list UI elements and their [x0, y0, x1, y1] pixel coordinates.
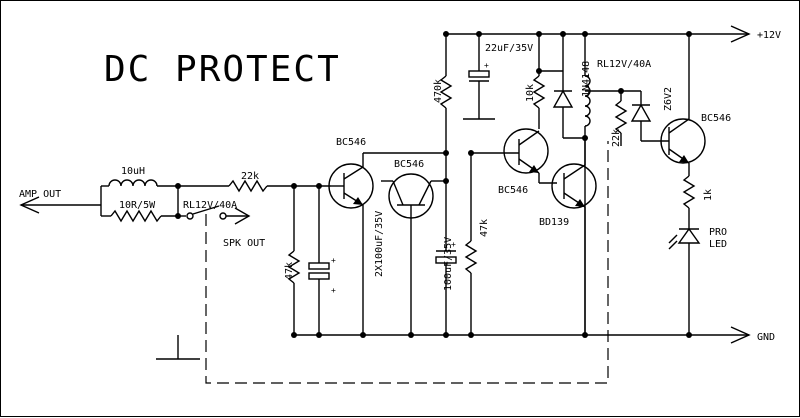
spk-out-label: SPK OUT	[223, 238, 265, 249]
schematic-title: DC PROTECT	[104, 49, 341, 90]
led-label-1: PRO	[709, 227, 727, 238]
vcc-label: +12V	[757, 30, 781, 41]
inductor-label: 10uH	[121, 166, 145, 177]
gnd-rail: GND	[294, 326, 775, 344]
vcc-rail: +12V	[446, 25, 781, 43]
relay-coil: RL12V/40A	[584, 34, 651, 335]
r-22k-right-label: 22k	[611, 129, 622, 147]
r-series-label: 10R/5W	[119, 200, 156, 211]
transistor-q1: BC546	[328, 137, 374, 335]
amp-out-connector: AMP OUT	[19, 189, 101, 214]
svg-text:+: +	[484, 61, 489, 70]
transistor-q5: BC546	[660, 34, 731, 176]
r-470k-label: 470k	[433, 79, 444, 103]
q4-label: BD139	[539, 217, 569, 228]
transistor-q3: BC546	[471, 128, 557, 196]
r-1k-label: 1k	[703, 189, 714, 201]
q3-label: BC546	[498, 185, 528, 196]
c-22u-label: 22uF/35V	[485, 43, 533, 54]
inductor-10uh: 10uH	[100, 166, 178, 216]
amp-out-label: AMP OUT	[19, 189, 61, 200]
resistor-47k-left: 47k	[284, 186, 301, 335]
r-47k-left-label: 47k	[284, 262, 295, 280]
capacitor-22uf: + 22uF/35V	[463, 34, 533, 120]
gnd-label: GND	[757, 332, 775, 343]
r-10k-label: 10k	[525, 84, 536, 102]
svg-text:+: +	[451, 240, 456, 249]
resistor-470k: 470k	[433, 34, 453, 153]
resistor-22k-right: 22k	[585, 90, 628, 147]
svg-text:+: +	[331, 256, 336, 265]
c-input-label: 2X100uF/35V	[374, 211, 385, 277]
diode-1n4148: 1N4148	[539, 34, 592, 139]
d-1n4148-label: 1N4148	[581, 61, 592, 97]
resistor-47k-right: 47k	[464, 153, 490, 335]
led-label-2: LED	[709, 239, 727, 250]
c-100u-label: 100uF/35V	[443, 237, 454, 291]
capacitor-2x100uf: + + 2X100uF/35V	[308, 186, 385, 335]
ground-symbol	[156, 335, 200, 360]
transistor-q4: BD139	[539, 138, 597, 335]
resistor-22k-input: 22k	[178, 171, 331, 193]
relay-contact-label: RL12V/40A	[183, 200, 237, 211]
svg-text:+: +	[331, 286, 336, 295]
resistor-1k: 1k	[682, 175, 714, 229]
zener-z6v2: Z6V2	[621, 87, 674, 142]
transistor-q2: BC546	[381, 159, 446, 335]
resistor-10r: 10R/5W	[101, 200, 178, 223]
r-input-label: 22k	[241, 171, 259, 182]
q1-label: BC546	[336, 137, 366, 148]
capacitor-100uf: + 100uF/35V	[435, 153, 457, 335]
relay-contact: RL12V/40A SPK OUT	[178, 200, 265, 249]
resistor-10k: 10k	[525, 34, 546, 129]
relay-coil-label: RL12V/40A	[597, 59, 651, 70]
pro-led: PRO LED	[668, 227, 727, 335]
relay-link	[205, 141, 609, 384]
zener-label: Z6V2	[663, 87, 674, 111]
r-47k-right-label: 47k	[479, 219, 490, 237]
q2-label: BC546	[394, 159, 424, 170]
q5-label: BC546	[701, 113, 731, 124]
